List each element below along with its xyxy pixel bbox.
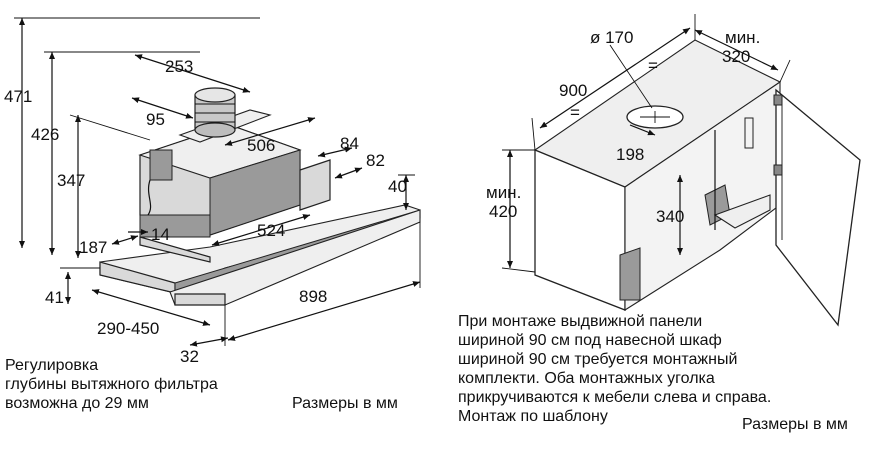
dim-198: 198: [616, 145, 644, 164]
right-caption-line: шириной 90 см требуется монтажный: [458, 351, 738, 368]
dim-41: 41: [45, 288, 64, 307]
dim-14: 14: [151, 225, 170, 244]
dim-340: 340: [656, 207, 684, 226]
dim-equal-2: =: [570, 103, 580, 122]
dim-equal-1: =: [648, 56, 658, 75]
dim-420: 420: [489, 202, 517, 221]
dim-diameter-170: ø 170: [590, 28, 633, 47]
left-caption-line: возможна до 29 мм: [5, 395, 149, 412]
right-caption-line: При монтаже выдвижной панели: [458, 313, 703, 330]
dim-253: 253: [165, 57, 193, 76]
left-caption-line: Регулировка: [5, 357, 99, 374]
right-caption-line: прикручиваются к мебели слева и справа.: [458, 389, 772, 406]
dim-426: 426: [31, 125, 59, 144]
dim-187: 187: [79, 238, 107, 257]
cabinet-dimension-labels: ø 170 мин. 320 900 = = 198 мин. 420 340: [486, 28, 760, 226]
dim-900: 900: [559, 81, 587, 100]
right-caption: При монтаже выдвижной панели шириной 90 …: [458, 312, 771, 426]
cabinet-dimension-lines: [501, 14, 791, 273]
dim-506: 506: [247, 136, 275, 155]
hood-dimension-lines: [14, 17, 421, 347]
dim-471: 471: [4, 87, 32, 106]
dim-84: 84: [340, 134, 359, 153]
right-units-note: Размеры в мм: [742, 416, 848, 433]
dim-min-label-left: мин.: [486, 183, 521, 202]
left-caption-line: глубины вытяжного фильтра: [5, 376, 218, 393]
dim-82: 82: [366, 151, 385, 170]
left-units-note: Размеры в мм: [292, 395, 398, 412]
dim-95: 95: [146, 110, 165, 129]
dim-898: 898: [299, 287, 327, 306]
dim-524: 524: [257, 221, 285, 240]
dim-min-label-top: мин.: [725, 28, 760, 47]
dim-290-450: 290-450: [97, 319, 159, 338]
dim-32: 32: [180, 347, 199, 366]
hood-dimension-labels: 471 426 347 253 95 506 84 82 40 524 14 1…: [4, 57, 407, 366]
right-caption-line: комплекти. Оба монтажных уголка: [458, 370, 715, 387]
dim-347: 347: [57, 171, 85, 190]
dim-320: 320: [722, 47, 750, 66]
dim-40: 40: [388, 177, 407, 196]
right-caption-line: шириной 90 см под навесной шкаф: [458, 332, 722, 349]
left-caption: Регулировка глубины вытяжного фильтра во…: [5, 356, 218, 413]
right-caption-line: Монтаж по шаблону: [458, 408, 608, 425]
